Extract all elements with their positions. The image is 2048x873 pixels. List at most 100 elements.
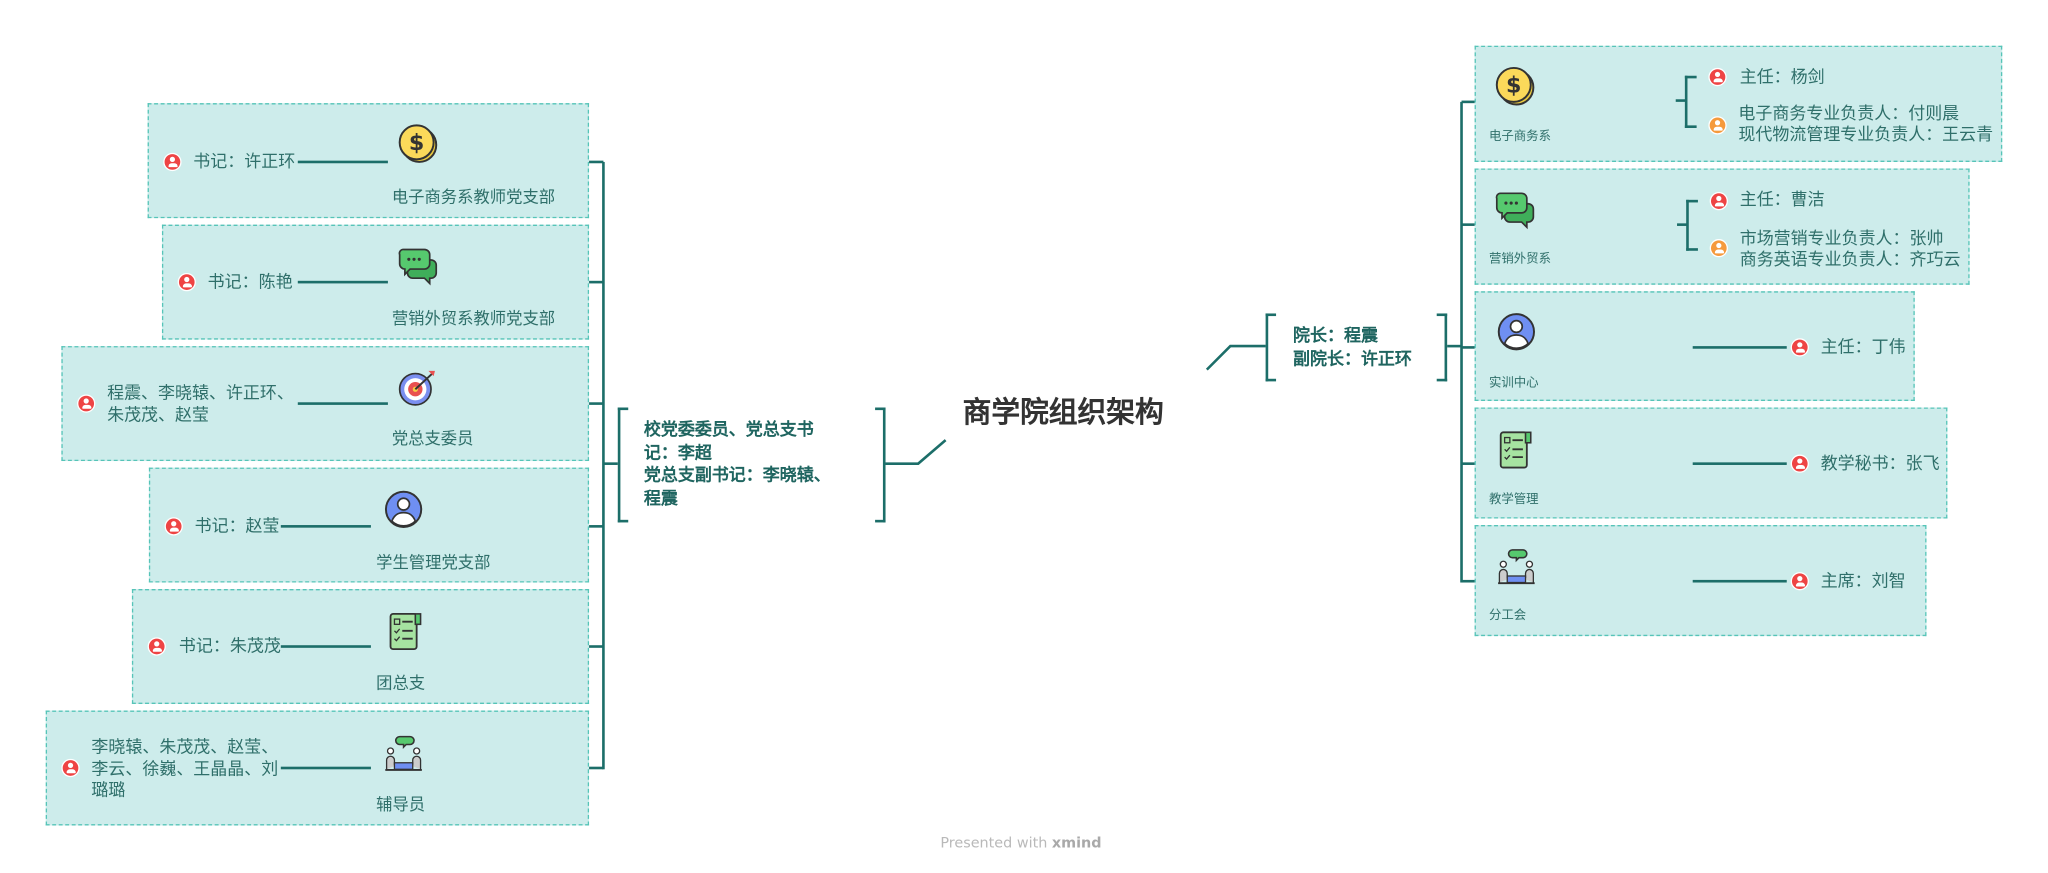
branch-title: 辅导员: [376, 794, 426, 814]
svg-text:$: $: [409, 130, 424, 156]
branch-title: 电子商务系教师党支部: [391, 186, 556, 207]
text-line: 市场营销专业负责人：张帅: [1739, 229, 1944, 250]
branch-ecommerce-dept[interactable]: [1474, 45, 2003, 162]
connector: [297, 160, 388, 164]
branch-title: 实训中心: [1488, 376, 1539, 391]
person-icon: [1709, 239, 1728, 258]
text-line: 党总支副书记：李晓辕、: [643, 466, 831, 486]
person-icon: [147, 637, 166, 656]
member-text[interactable]: 书记：朱茂茂: [178, 637, 281, 657]
person-icon: [1708, 67, 1727, 87]
connector: [297, 402, 388, 405]
checklist-icon: [389, 612, 422, 651]
connector: [1692, 346, 1787, 349]
member-text[interactable]: 书记：许正环: [193, 152, 296, 173]
svg-text:$: $: [1506, 73, 1521, 99]
target-icon: [398, 370, 435, 406]
connector: [1677, 223, 1688, 226]
text-line: 电子商务专业负责人：付则晨: [1738, 104, 1960, 125]
item-text[interactable]: 主任：杨剑: [1739, 67, 1825, 88]
left-spine: [602, 161, 605, 770]
item-text[interactable]: 主任：丁伟: [1820, 338, 1906, 358]
text-line: 商务英语专业负责人：齐巧云: [1739, 250, 1961, 271]
person-icon: [1709, 191, 1728, 211]
text-line: 院长：程震: [1293, 326, 1378, 347]
branch-student-party[interactable]: [148, 467, 590, 583]
person-icon: [77, 394, 96, 413]
connector: [589, 160, 604, 164]
connector: [280, 766, 371, 770]
connector: [1692, 579, 1787, 583]
footer-prefix: Presented with: [940, 834, 1048, 852]
text-line: 现代物流管理专业负责人：王云青: [1738, 125, 1994, 145]
central-topic[interactable]: 商学院组织架构: [962, 397, 1164, 430]
member-text[interactable]: 李晓辕、朱茂茂、赵莹、 李云、徐巍、王晶晶、刘 璐璐: [91, 738, 278, 803]
connector: [1461, 100, 1475, 104]
text-line: 副院长：许正环: [1293, 350, 1412, 370]
branch-title: 团总支: [376, 672, 426, 693]
party-leadership-topic[interactable]: 校党委委员、党总支书 记：李超 党总支副书记：李晓辕、 程震: [644, 419, 831, 510]
person-icon: [163, 152, 182, 172]
text-line: 朱茂茂、赵莹: [107, 406, 209, 426]
item-text[interactable]: 主任：曹洁: [1739, 190, 1825, 211]
item-text[interactable]: 市场营销专业负责人：张帅 商务英语专业负责人：齐巧云: [1740, 230, 1961, 272]
connector: [280, 645, 371, 648]
branch-marketing-teacher-party[interactable]: [161, 224, 590, 340]
item-bracket: [1684, 75, 1697, 128]
member-text[interactable]: 程震、李晓辕、许正环、 朱茂茂、赵莹: [107, 383, 294, 427]
connector: [589, 525, 604, 528]
chat-bubbles-icon: [398, 248, 438, 286]
branch-title: 分工会: [1488, 608, 1527, 624]
right-bracket: [1265, 313, 1277, 382]
text-line: 程震: [643, 489, 678, 509]
item-text[interactable]: 教学秘书：张飞: [1820, 454, 1940, 475]
right-spine: [1460, 101, 1463, 583]
connector: [280, 525, 371, 528]
connector: [1461, 223, 1475, 226]
person-icon: [177, 272, 196, 292]
text-line: 校党委委员、党总支书: [643, 420, 814, 441]
chat-bubbles-icon: [1495, 192, 1535, 230]
item-text[interactable]: 主席：刘智: [1820, 572, 1906, 592]
branch-title: 学生管理党支部: [376, 552, 491, 573]
connector: [603, 462, 618, 465]
person-icon: [61, 758, 80, 778]
branch-title: 教学管理: [1488, 492, 1539, 507]
meeting-icon: [1498, 549, 1535, 585]
text-line: 李云、徐巍、王晶晶、刘: [91, 759, 279, 780]
connector: [589, 766, 604, 770]
branch-marketing-dept[interactable]: [1474, 168, 1970, 285]
footer-brand: xmind: [1051, 834, 1102, 852]
meeting-icon: [385, 735, 422, 771]
connector: [589, 645, 604, 648]
connector: [1461, 346, 1475, 349]
connector: [589, 280, 604, 284]
item-text[interactable]: 电子商务专业负责人：付则晨 现代物流管理专业负责人：王云青: [1738, 104, 1993, 146]
person-icon: [1790, 572, 1809, 591]
member-text[interactable]: 书记：赵莹: [194, 517, 280, 537]
text-line: 李晓辕、朱茂茂、赵莹、: [91, 737, 279, 758]
left-bracket-close: [875, 407, 886, 523]
connector: [1675, 99, 1687, 102]
user-circle-icon: [1497, 313, 1535, 351]
branch-title: 营销外贸系教师党支部: [391, 308, 556, 328]
dean-topic[interactable]: 院长：程震 副院长：许正环: [1293, 325, 1412, 372]
person-icon: [1708, 116, 1727, 135]
connector: [297, 280, 388, 284]
branch-title: 党总支委员: [391, 428, 474, 448]
branch-title: 电子商务系: [1488, 129, 1552, 144]
person-icon: [164, 517, 183, 536]
text-line: 程震、李晓辕、许正环、: [107, 383, 294, 404]
footer-credit: Presented with xmind: [940, 835, 1101, 852]
left-bracket: [617, 407, 629, 523]
item-bracket: [1686, 199, 1698, 251]
connector: [1447, 344, 1462, 348]
checklist-icon: [1499, 431, 1532, 469]
user-circle-icon: [384, 490, 423, 528]
connector: [589, 402, 604, 405]
text-line: 璐璐: [91, 781, 126, 801]
branch-title: 营销外贸系: [1488, 252, 1552, 267]
connector: [1461, 579, 1475, 583]
coin-icon: $: [1495, 66, 1535, 106]
member-text[interactable]: 书记：陈艳: [207, 272, 293, 293]
